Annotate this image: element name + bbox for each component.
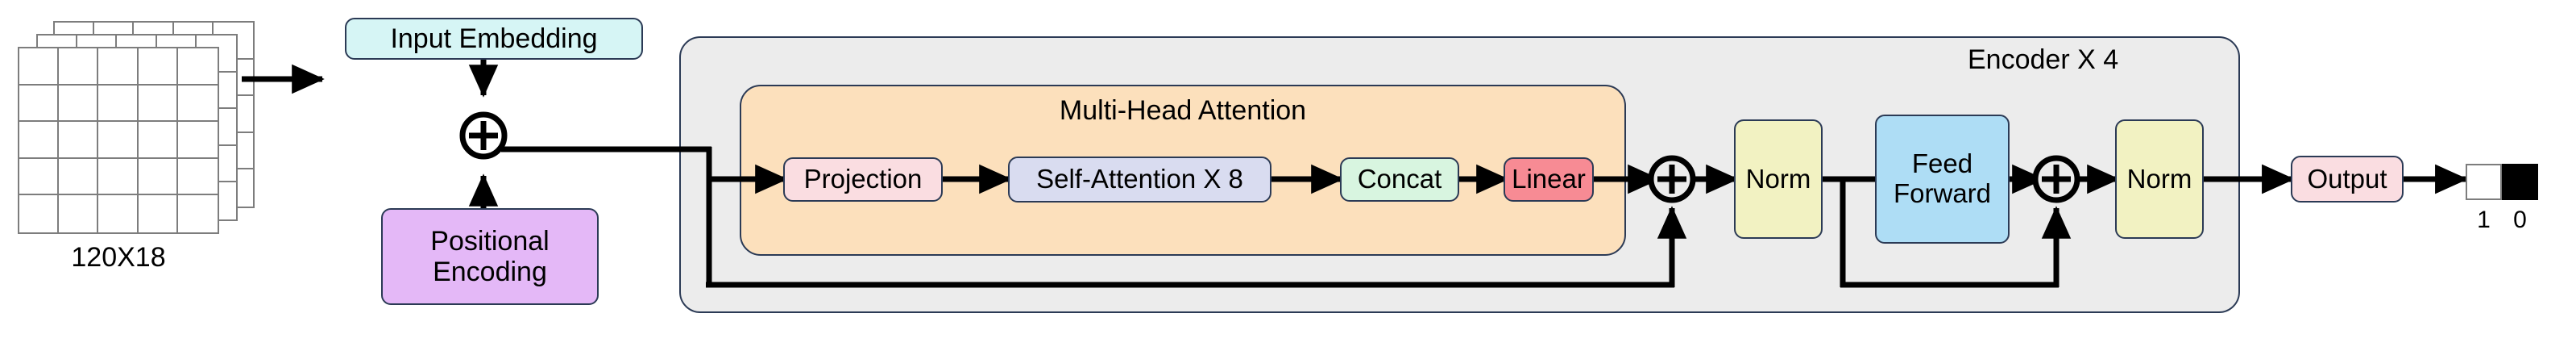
encoder-container-label: Encoder X 4 (1968, 44, 2119, 75)
input-grid-cell (19, 158, 60, 196)
positional-encoding-box[interactable]: Positional Encoding (381, 208, 599, 305)
input-grid-cell (98, 85, 139, 123)
input-shape-label: 120X18 (71, 242, 166, 273)
input-grid-cell (138, 122, 178, 159)
concat-box[interactable]: Concat (1340, 157, 1459, 202)
input-grid-cell (19, 85, 60, 123)
linear-box[interactable]: Linear (1504, 157, 1594, 202)
input-grid-cell (177, 48, 218, 86)
input-grid-cell (177, 122, 218, 159)
self-attention-box[interactable]: Self-Attention X 8 (1008, 157, 1271, 203)
input-grid-cell (138, 85, 178, 123)
input-grid-cell (98, 122, 139, 159)
input-grid-cell (177, 159, 218, 196)
input-grid-cell (59, 195, 99, 232)
input-embedding-box[interactable]: Input Embedding (345, 18, 643, 60)
input-grid-cell (59, 122, 99, 159)
input-grid-cell (98, 48, 139, 86)
input-grid-cell (138, 158, 178, 196)
norm-2-box[interactable]: Norm (2115, 119, 2204, 239)
output-box[interactable]: Output (2291, 156, 2404, 203)
input-grid-cell (19, 122, 60, 159)
input-grid-cell (139, 195, 178, 232)
input-grid-cell (98, 195, 139, 232)
input-grid-cell (138, 48, 178, 86)
multi-head-attention-label: Multi-Head Attention (1059, 95, 1307, 126)
input-grid-cell (59, 158, 99, 196)
output-cell-0 (2502, 164, 2538, 200)
output-cell-0-label: 0 (2513, 207, 2527, 233)
output-cell-1 (2466, 164, 2502, 200)
projection-box[interactable]: Projection (783, 157, 943, 202)
input-grid-cell (177, 86, 218, 123)
input-grid-cell (19, 48, 60, 86)
input-grid-cell (19, 195, 60, 232)
output-cell-1-label: 1 (2477, 207, 2491, 233)
input-grid-cell (59, 85, 99, 123)
norm-1-box[interactable]: Norm (1734, 119, 1823, 239)
input-grid-cell (98, 158, 139, 196)
input-grid-layer-front (18, 47, 219, 234)
feed-forward-box[interactable]: Feed Forward (1875, 115, 2010, 244)
input-grid-cell (59, 48, 99, 86)
